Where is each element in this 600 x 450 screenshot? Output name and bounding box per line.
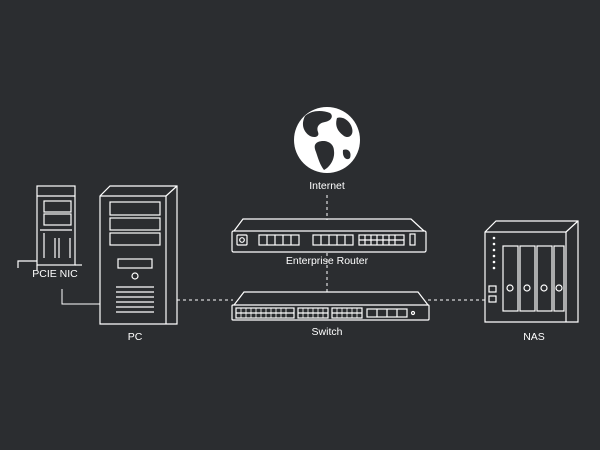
switch-icon <box>231 291 430 321</box>
globe-icon <box>294 107 360 173</box>
nic-label: PCIE NIC <box>32 268 78 280</box>
switch-port-grid <box>240 308 358 318</box>
pc-tower-icon <box>99 185 178 325</box>
pc-label: PC <box>127 331 143 343</box>
connectors <box>61 195 485 305</box>
connector-nic-pc <box>61 289 100 305</box>
nas-status-leds <box>492 236 496 270</box>
router-label: Enterprise Router <box>285 255 369 267</box>
internet-label: Internet <box>309 180 345 192</box>
switch-label: Switch <box>311 326 343 338</box>
nas-icon <box>484 220 579 323</box>
nas-label: NAS <box>523 331 545 343</box>
pcie-card-icon <box>17 185 82 270</box>
router-icon <box>231 218 427 253</box>
